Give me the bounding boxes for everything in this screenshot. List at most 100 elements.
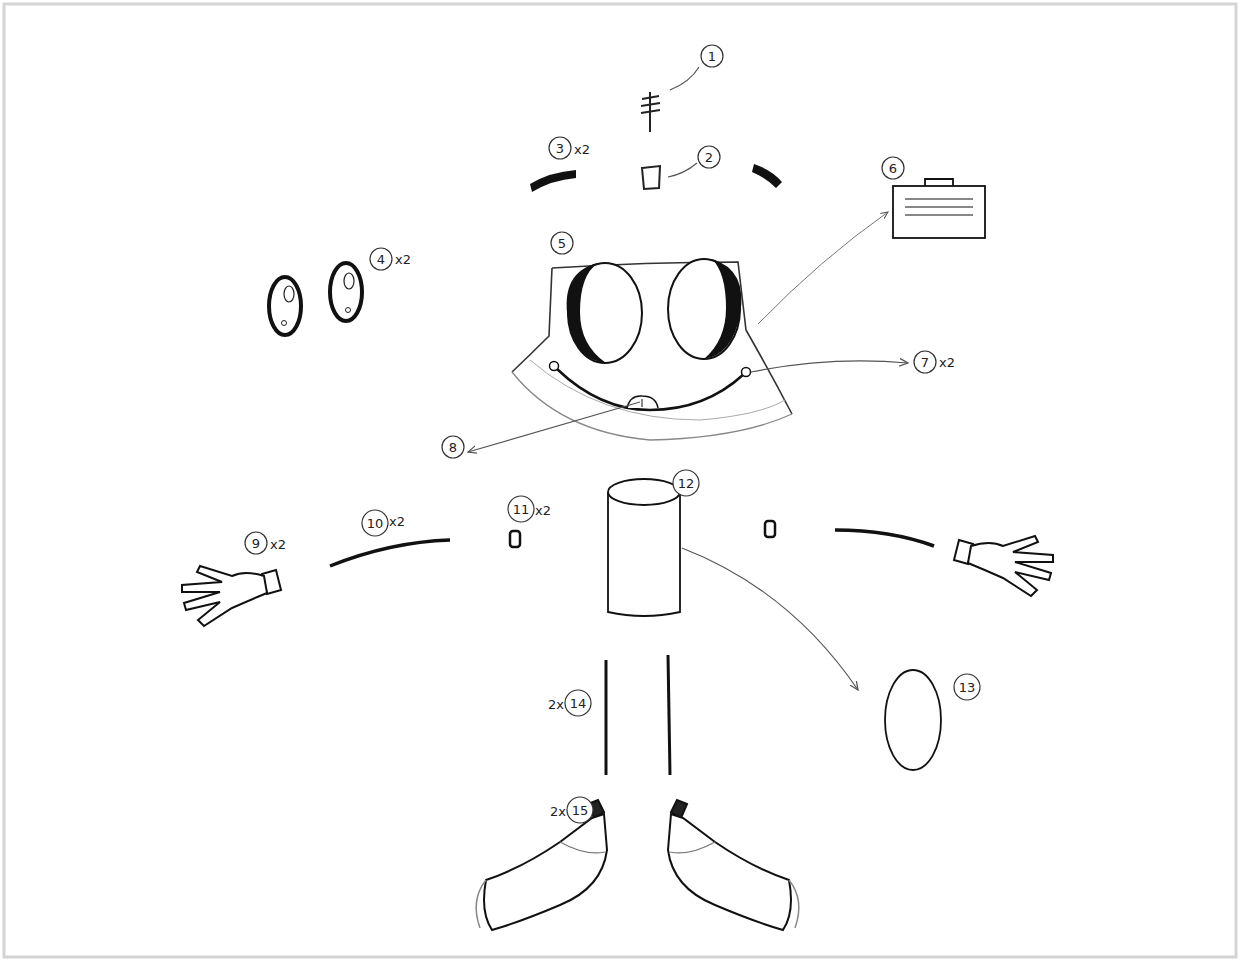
antenna-base (642, 166, 660, 189)
callout-number: 11 (513, 503, 530, 516)
tongue (627, 396, 658, 408)
ear-piece (752, 164, 782, 188)
callout-circle: 15 (566, 796, 594, 824)
eye-highlight (344, 273, 354, 289)
leader-arrow (751, 361, 908, 372)
shoulder-joint (510, 531, 520, 547)
leg (605, 660, 608, 775)
arm (330, 540, 450, 566)
leg (668, 655, 670, 775)
callout-number: 8 (449, 441, 457, 454)
leader-line (670, 67, 699, 90)
briefcase-line (905, 206, 973, 207)
mouth-corner (550, 362, 559, 371)
callout-ring (245, 532, 267, 554)
glove (182, 566, 281, 626)
callout-circle: 2 (697, 145, 721, 169)
tongue-line (642, 399, 643, 407)
boot-detail (560, 842, 605, 853)
callout-number: 5 (558, 237, 566, 250)
boot-body (668, 814, 791, 930)
ear-piece (530, 170, 576, 192)
callout-ring (551, 232, 573, 254)
callout-circle: 6 (881, 156, 905, 180)
callout-circle: 4 (369, 247, 393, 271)
callout-number: 6 (889, 162, 897, 175)
cylinder-top (608, 479, 680, 505)
leader-arrow (682, 548, 858, 690)
glove-hand (968, 536, 1053, 596)
head (512, 259, 792, 440)
boot-detail (670, 842, 715, 853)
callout-circle: 3 (548, 136, 572, 160)
callout-number: 14 (570, 697, 587, 710)
eye-parts (269, 263, 362, 335)
callout-ring (673, 470, 699, 496)
callout-number: 12 (678, 477, 695, 490)
callout-number: 15 (572, 804, 589, 817)
callout-circle: 12 (672, 469, 700, 497)
briefcase-line (905, 198, 973, 199)
eye-highlight (284, 286, 294, 302)
briefcase-line (905, 214, 973, 215)
callout-number: 1 (708, 50, 716, 63)
mouth (557, 369, 744, 410)
body-cylinder (608, 479, 680, 616)
callout-number: 7 (921, 356, 929, 369)
paper-frame (4, 4, 1236, 957)
callout-circle: 11 (507, 495, 535, 523)
callout-number: 13 (959, 681, 976, 694)
leader-line (668, 163, 697, 177)
callout-circle: 13 (953, 673, 981, 701)
eye-shadow (704, 259, 741, 359)
shoulder-joint (765, 521, 775, 537)
callout-circle: 5 (550, 231, 574, 255)
briefcase-body (893, 186, 985, 238)
boot-toe (476, 880, 486, 928)
callout-circle: 8 (441, 435, 465, 459)
head-outline (512, 372, 792, 440)
glove-mirrored (954, 536, 1053, 596)
antenna (641, 92, 660, 132)
callout-circle: 10 (361, 509, 389, 537)
quantity-note: x2 (939, 356, 955, 369)
callout-ring (442, 436, 464, 458)
callout-ring (954, 674, 980, 700)
leader-arrow (758, 212, 888, 324)
callout-ring (567, 797, 593, 823)
callout-ring (549, 137, 571, 159)
boot-toe (789, 880, 799, 928)
eye-highlight (346, 308, 351, 313)
callout-number: 10 (367, 517, 384, 530)
boot-mirrored (668, 800, 799, 930)
cylinder-side (608, 492, 680, 616)
callout-ring (565, 690, 591, 716)
eye-highlight (282, 321, 287, 326)
callout-ring (370, 248, 392, 270)
quantity-note: x2 (395, 253, 411, 266)
callout-number: 9 (252, 537, 260, 550)
quantity-note: x2 (389, 515, 405, 528)
mouth-corner (742, 368, 751, 377)
quantity-note: x2 (574, 143, 590, 156)
callout-circle: 14 (564, 689, 592, 717)
head-outline (512, 268, 552, 372)
briefcase (893, 179, 985, 238)
antenna-bar (642, 96, 659, 99)
callout-number: 3 (556, 142, 564, 155)
callout-number: 2 (705, 151, 713, 164)
callout-ring (362, 510, 388, 536)
antenna-bar (641, 110, 660, 113)
quantity-note: x2 (270, 538, 286, 551)
callout-number: 4 (377, 253, 385, 266)
briefcase-handle (925, 179, 953, 186)
boot-body (484, 814, 607, 930)
belly-plate (885, 670, 941, 770)
callout-circle: 7 (913, 350, 937, 374)
callout-ring (882, 157, 904, 179)
callout-ring (508, 496, 534, 522)
callout-ring (914, 351, 936, 373)
quantity-note: 2x (550, 805, 566, 818)
